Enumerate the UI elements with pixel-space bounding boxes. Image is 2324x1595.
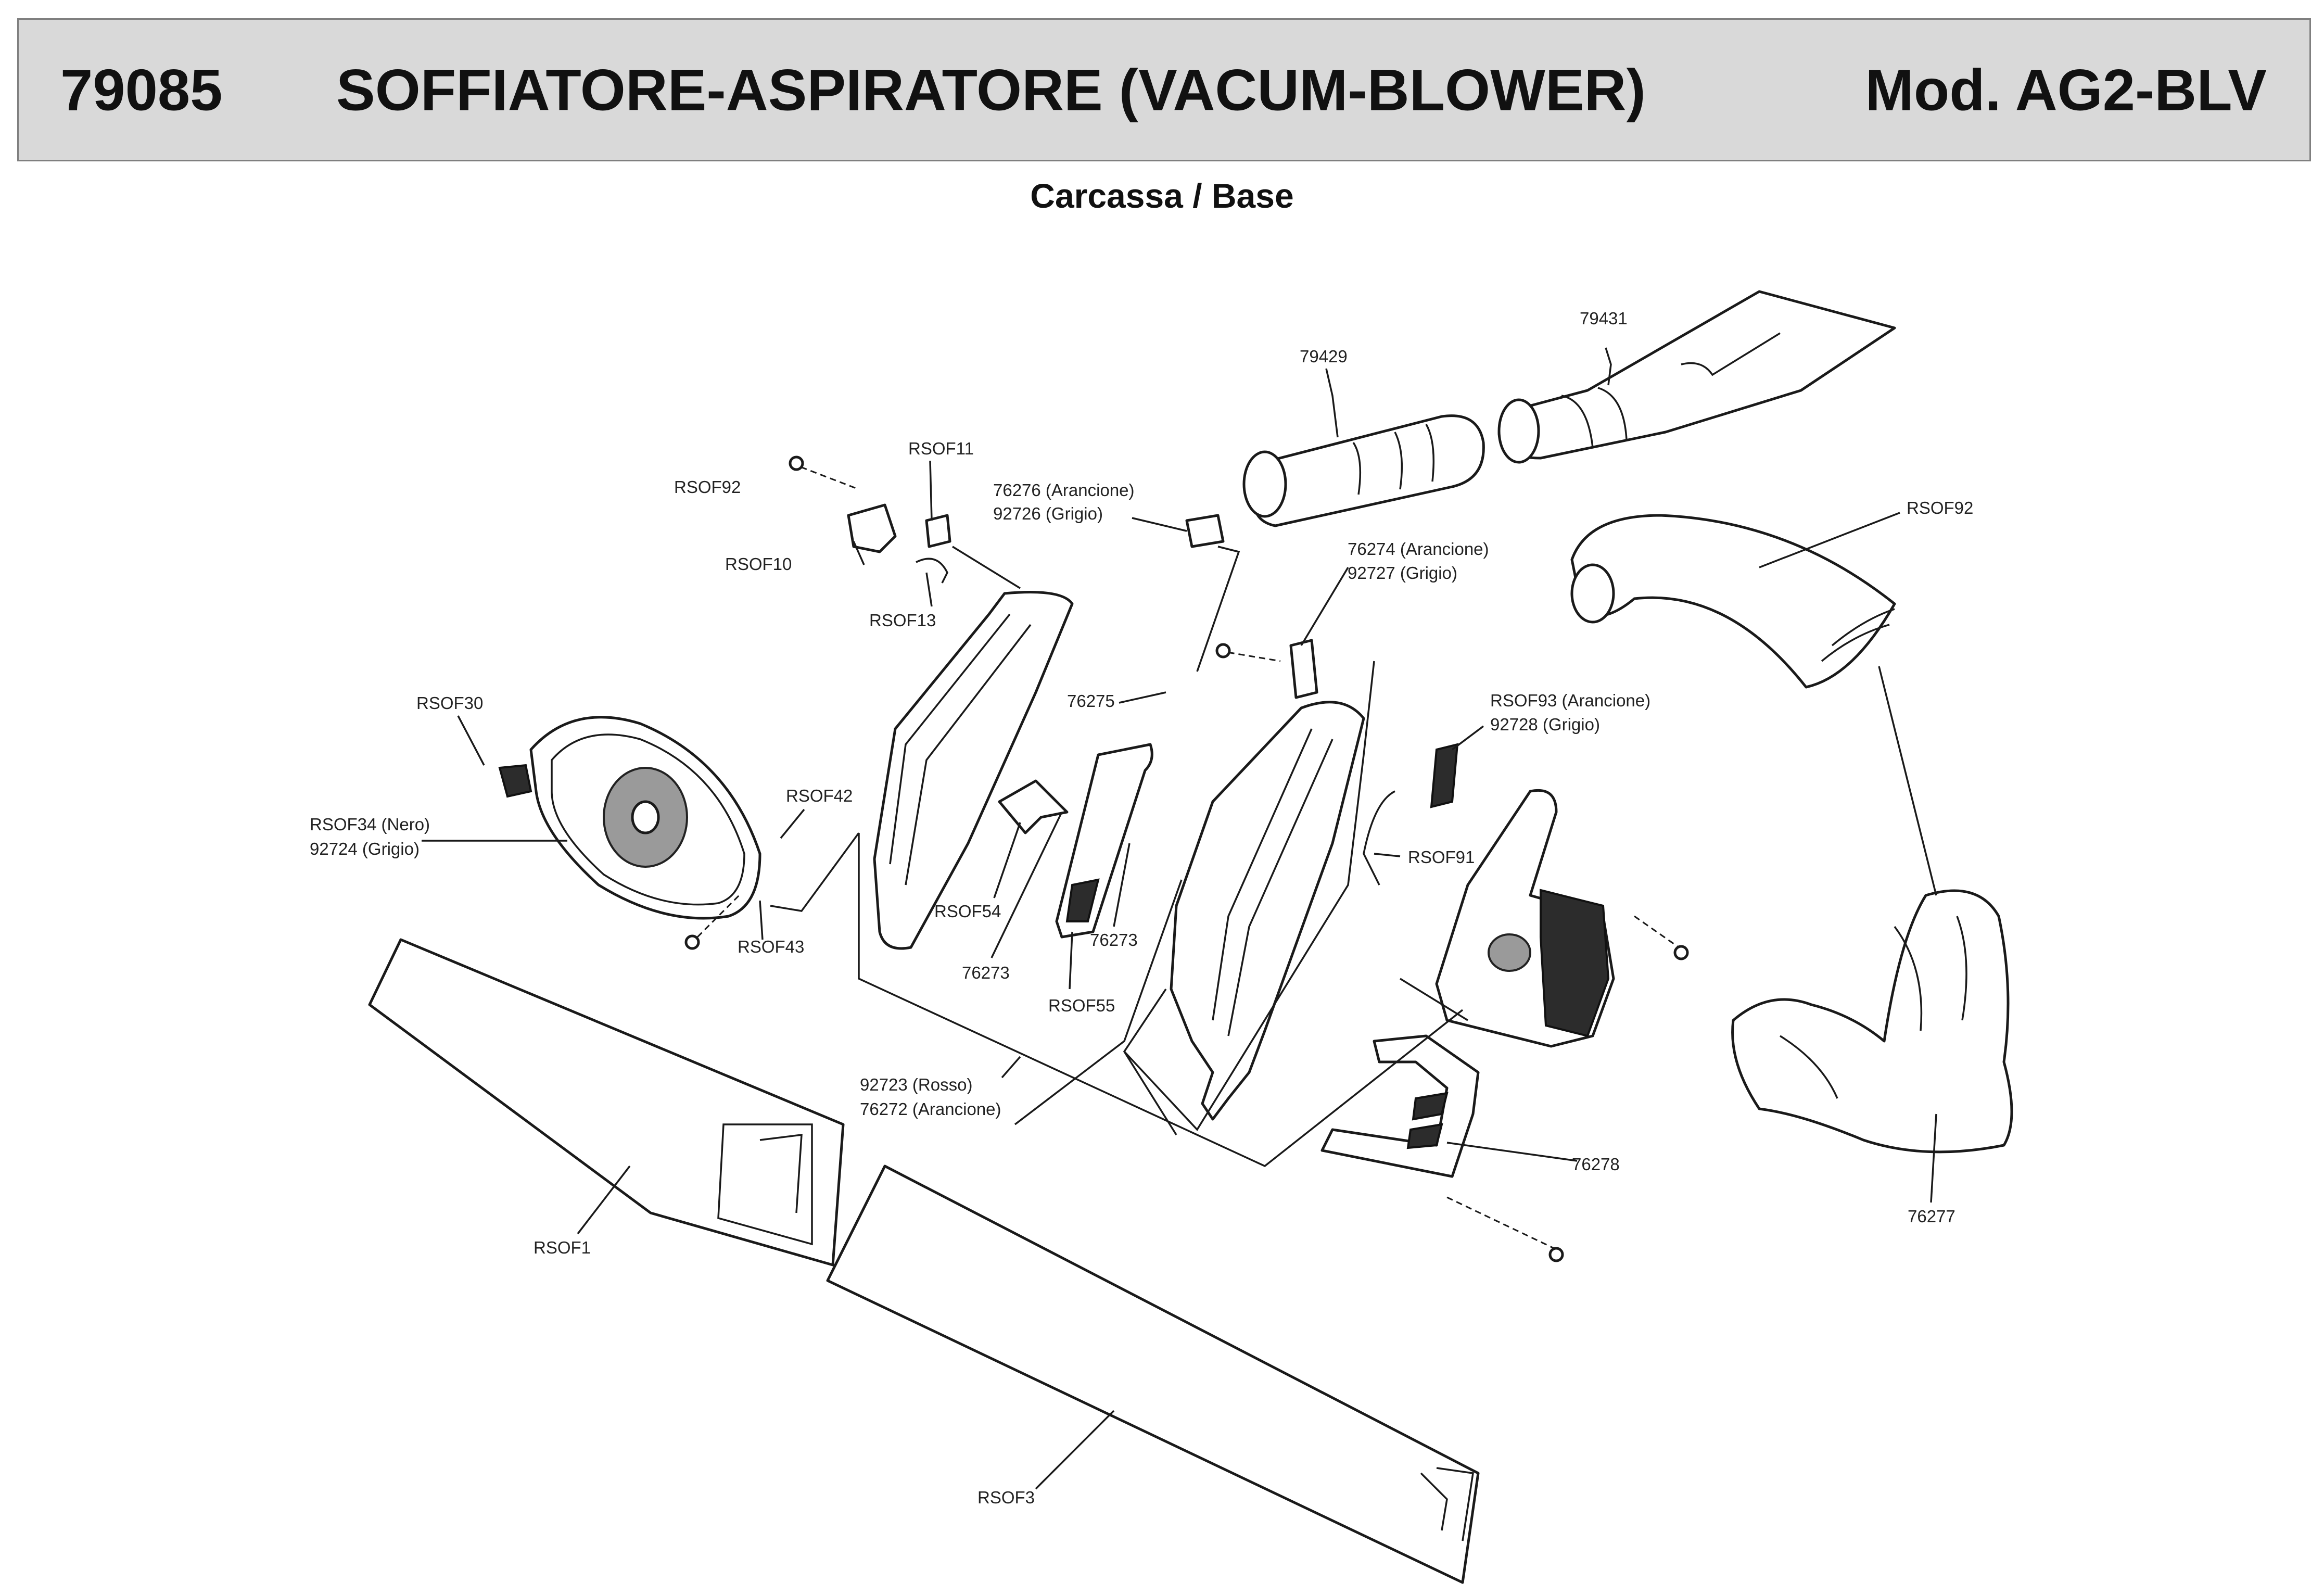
part-rsof10-bracket — [847, 503, 897, 553]
label-76273-a: 76273 — [1090, 930, 1138, 950]
part-rsof93-part — [1430, 743, 1459, 808]
label-rsof30: RSOF30 — [416, 693, 483, 713]
label-76275: 76275 — [1067, 691, 1115, 711]
label-92728-grey: 92728 (Grigio) — [1490, 715, 1600, 734]
label-rsof93-orange: RSOF93 (Arancione) — [1490, 691, 1650, 710]
assembly-lines — [770, 546, 1937, 1168]
label-76276-orange: 76276 (Arancione) — [993, 480, 1135, 500]
part-79429-tube — [1242, 414, 1485, 527]
leader-lines — [422, 347, 1937, 1490]
part-left-housing — [873, 591, 1074, 950]
label-rsof92-top: RSOF92 — [674, 477, 741, 497]
part-rsof30-knob — [498, 764, 532, 798]
label-rsof54: RSOF54 — [934, 902, 1001, 921]
label-rsof43: RSOF43 — [738, 937, 804, 956]
part-rsof55-impeller — [1055, 743, 1153, 939]
label-rsof3: RSOF3 — [977, 1488, 1035, 1507]
part-labels: 79431 79429 RSOF92 RSOF11 76276 (Arancio… — [310, 309, 1973, 1507]
part-rsof1-tube — [368, 938, 845, 1267]
label-rsof10: RSOF10 — [725, 554, 792, 574]
part-rsof54-clip — [998, 779, 1069, 834]
catalog-code: 79085 — [60, 57, 223, 122]
part-76276-switch — [1185, 514, 1240, 672]
part-rsof13-spring — [916, 558, 948, 584]
label-79429: 79429 — [1300, 347, 1348, 366]
label-rsof55: RSOF55 — [1048, 996, 1115, 1015]
label-76274-orange: 76274 (Arancione) — [1348, 539, 1489, 559]
part-rsof92-elbow — [1570, 514, 1896, 689]
model-name: Mod. AG2-BLV — [1865, 57, 2267, 122]
part-76277-bag — [1731, 889, 2013, 1154]
part-rsof91-rod — [1363, 790, 1395, 885]
label-92724-grey: 92724 (Grigio) — [310, 839, 420, 858]
header-bar: 79085 SOFFIATORE-ASPIRATORE (VACUM-BLOWE… — [17, 18, 2311, 161]
product-title: SOFFIATORE-ASPIRATORE (VACUM-BLOWER) — [336, 57, 1646, 122]
part-76274-lever — [1289, 639, 1318, 699]
label-rsof11: RSOF11 — [908, 439, 974, 458]
label-rsof34-black: RSOF34 (Nero) — [310, 815, 430, 834]
part-rsof11-switch — [925, 514, 951, 548]
label-76272-orange: 76272 (Arancione) — [860, 1099, 1001, 1119]
part-rsof34-fan-cover — [529, 716, 761, 920]
section-subtitle: Carcassa / Base — [1030, 176, 1294, 215]
part-76278-handle — [1320, 1034, 1480, 1178]
part-motor-housing — [1435, 789, 1615, 1048]
part-rsof3-tube — [826, 1164, 1480, 1584]
label-76274-grey: 92727 (Grigio) — [1348, 563, 1457, 583]
part-79431-nozzle — [1497, 290, 1896, 464]
part-screws — [684, 455, 1689, 1262]
label-rsof92-right: RSOF92 — [1907, 498, 1973, 517]
label-92723-red: 92723 (Rosso) — [860, 1075, 972, 1094]
label-rsof13: RSOF13 — [869, 611, 936, 630]
label-76276-grey: 92726 (Grigio) — [993, 504, 1103, 523]
label-76273-b: 76273 — [962, 963, 1010, 982]
label-76277: 76277 — [1908, 1207, 1955, 1226]
part-right-housing — [1170, 701, 1365, 1121]
label-rsof1: RSOF1 — [534, 1238, 591, 1257]
label-79431: 79431 — [1580, 309, 1628, 328]
label-rsof91: RSOF91 — [1408, 847, 1475, 867]
label-rsof42: RSOF42 — [786, 786, 853, 805]
label-76278: 76278 — [1572, 1155, 1620, 1174]
